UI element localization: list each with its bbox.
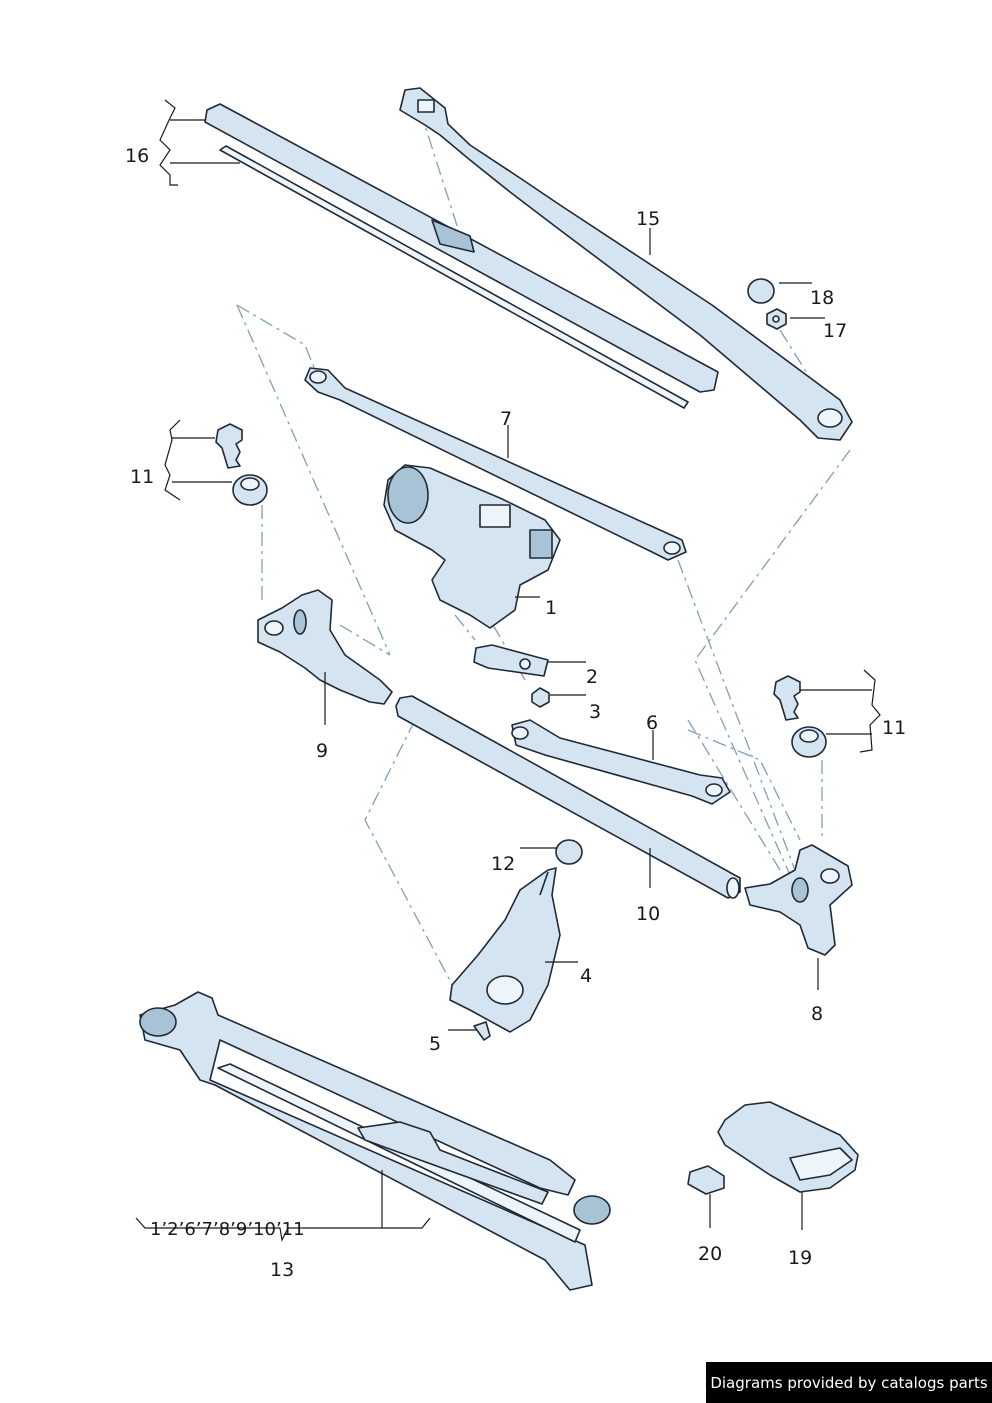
bracket-icon <box>473 644 549 677</box>
rubber-grommet-icon <box>555 839 583 865</box>
nut-icon <box>531 687 550 708</box>
callout-5: 5 <box>429 1033 441 1055</box>
nut-icon <box>766 308 787 330</box>
callout-18: 18 <box>810 287 834 309</box>
callout-13-group: 1’2’6’7’8’9’10’11 <box>150 1219 305 1240</box>
callout-labels: 16 15 18 17 7 11 1 2 3 6 11 9 12 10 4 8 … <box>125 145 906 1281</box>
callout-3: 3 <box>589 701 601 723</box>
wiper-blade-icon <box>204 103 719 409</box>
callout-9: 9 <box>316 740 328 762</box>
rain-sensor-icon <box>717 1101 859 1193</box>
callout-12: 12 <box>491 853 515 875</box>
bracket-icon <box>449 867 561 1033</box>
callout-8: 8 <box>811 1003 823 1025</box>
callout-17: 17 <box>823 320 847 342</box>
credit-text: Diagrams provided by catalogs parts <box>710 1373 988 1392</box>
callout-13: 13 <box>270 1259 294 1281</box>
callout-4: 4 <box>580 965 592 987</box>
callout-15: 15 <box>636 208 660 230</box>
callout-7: 7 <box>500 408 512 430</box>
credit-banner: Diagrams provided by catalogs parts <box>706 1362 992 1403</box>
callout-1: 1 <box>545 597 557 619</box>
wiper-arm-icon <box>399 87 853 441</box>
pivot-bearing-icon <box>257 589 393 705</box>
pivot-bearing-icon <box>744 844 853 956</box>
callout-11-left: 11 <box>130 466 154 488</box>
crossmember-tube-icon <box>395 695 741 899</box>
cap-icon <box>747 278 775 304</box>
linkage-rod-icon <box>304 367 687 561</box>
leader-lines <box>135 99 881 1242</box>
callout-11-right: 11 <box>882 717 906 739</box>
screw-icon <box>473 1021 491 1041</box>
callout-16: 16 <box>125 145 149 167</box>
connector-icon <box>687 1165 725 1195</box>
callout-2: 2 <box>586 666 598 688</box>
rubber-grommet-icon <box>773 675 827 758</box>
linkage-rod-icon <box>511 719 731 805</box>
rubber-grommet-icon <box>215 423 268 506</box>
wiper-frame-icon <box>139 991 611 1291</box>
callout-10: 10 <box>636 903 660 925</box>
assembly-lines <box>236 109 851 991</box>
wiper-motor-icon <box>383 464 561 629</box>
callout-6: 6 <box>646 712 658 734</box>
callout-19: 19 <box>788 1247 812 1269</box>
callout-20: 20 <box>698 1243 722 1265</box>
